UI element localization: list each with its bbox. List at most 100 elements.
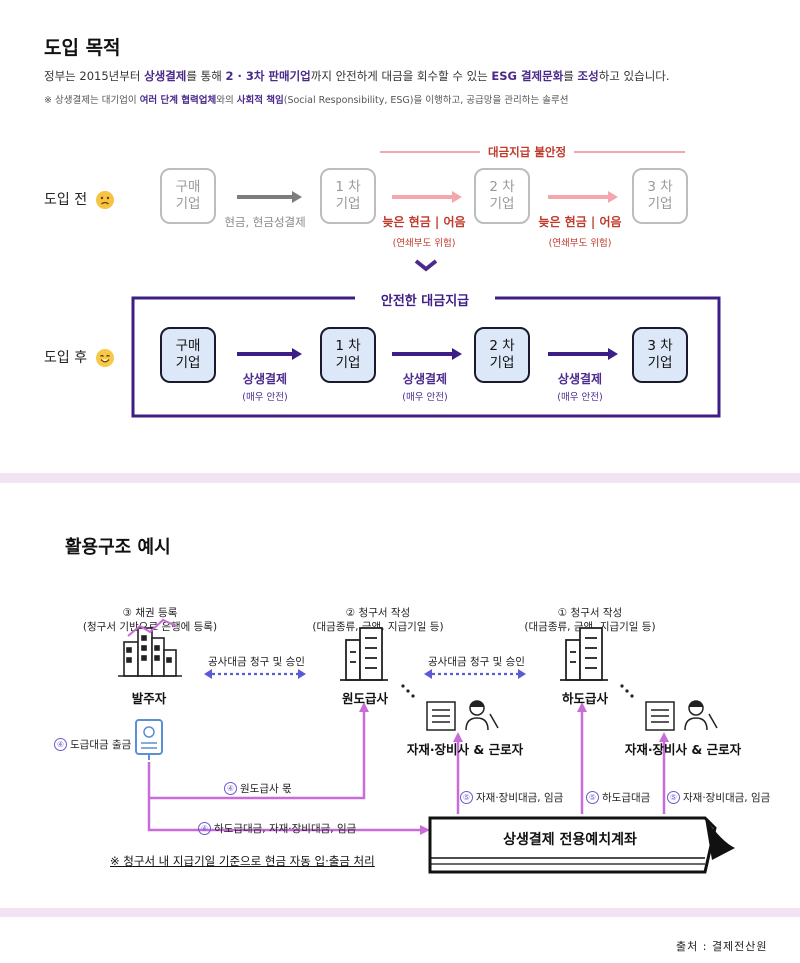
desc-text: 하고 있습니다. — [598, 69, 670, 83]
flow-lines — [147, 712, 666, 832]
instability-label: 대금지급 불안정 — [480, 144, 575, 160]
step1-sub: (대금종류, 금액, 지급기일 등) — [524, 621, 656, 633]
subcontractor-label: 하도급사 — [561, 691, 608, 706]
step4-out-text: 도급대금 출금 — [70, 739, 132, 751]
after-arrow-2 — [392, 348, 462, 360]
step-number: ⑤ — [586, 791, 599, 804]
before-label-text: 도입 전 — [44, 192, 88, 208]
step2-sub: (대금종류, 금액, 지급기일 등) — [312, 621, 444, 633]
after-label-text: 도입 후 — [44, 350, 88, 366]
after-arrow-3 — [548, 348, 618, 360]
before-arrow2-sub: (연쇄부도 위험) — [392, 238, 456, 249]
flow-arrows-top — [131, 191, 721, 418]
after-tier3-box: 3 차 기업 — [632, 327, 688, 383]
auto-processing-footnote: ※ 청구서 내 지급기일 기준으로 현금 자동 입·출금 처리 — [110, 854, 375, 868]
note-text: ※ 상생결제는 대기업이 — [44, 95, 140, 106]
orderer-building-icon — [118, 618, 182, 677]
before-arrow-3 — [548, 191, 618, 203]
purpose-description: 정부는 2015년부터 상생결제를 통해 2 · 3차 판매기업까지 안전하게 … — [44, 68, 670, 84]
worker-group-icon-left — [426, 700, 499, 731]
after-tier1-box: 1 차 기업 — [320, 327, 376, 383]
after-arrow2-sub: (매우 안전) — [402, 392, 448, 403]
before-tier2-box: 2 차 기업 — [474, 168, 530, 224]
claim-arrow-right — [424, 669, 526, 679]
desc-highlight: 2 · 3차 판매기업 — [225, 69, 311, 83]
step3-label: ③ 채권 등록 (청구서 기반으로 은행에 등록) — [75, 606, 225, 634]
step1-label: ① 청구서 작성 (대금종류, 금액, 지급기일 등) — [510, 606, 670, 634]
note-text: (Social Responsibility, ESG)을 이행하고, 공급망을… — [283, 95, 569, 106]
step3-sub: (청구서 기반으로 은행에 등록) — [82, 621, 218, 633]
after-tier2-box: 2 차 기업 — [474, 327, 530, 383]
before-tier1-box: 1 차 기업 — [320, 168, 376, 224]
before-arrow1-label: 현금, 현금성결제 — [224, 215, 306, 229]
claim-arrow-left — [204, 669, 306, 679]
after-arrow-1 — [237, 348, 302, 360]
section-title-purpose: 도입 목적 — [44, 37, 121, 59]
workers-left-label: 자재·장비사 & 근로자 — [406, 742, 524, 757]
section-title-structure: 활용구조 예시 — [65, 537, 171, 558]
desc-highlight: 조성 — [577, 69, 599, 83]
step2-label: ② 청구서 작성 (대금종류, 금액, 지급기일 등) — [298, 606, 458, 634]
before-arrow-2 — [392, 191, 462, 203]
after-arrow2-label: 상생결제 — [402, 372, 448, 386]
before-label: 도입 전 — [44, 189, 114, 209]
flow-workers-left-text: 자재·장비대금, 임금 — [476, 792, 564, 804]
subcontractor-building-icon — [560, 627, 608, 681]
after-arrow3-sub: (매우 안전) — [557, 392, 603, 403]
source-credit: 출처 : 결제전산원 — [676, 940, 768, 953]
smile-face-icon — [95, 349, 114, 367]
step-number: ⑤ — [460, 791, 473, 804]
contractor-label: 원도급사 — [341, 691, 388, 706]
after-label: 도입 후 — [44, 347, 114, 367]
chevron-down-icon — [414, 259, 438, 272]
safe-payment-title: 안전한 대금지급 — [355, 290, 495, 309]
bottom-divider-band — [0, 908, 800, 917]
before-arrow2-label: 늦은 현금 | 어음 — [382, 215, 466, 229]
flow-account-text: 하도급대금, 자재·장비대금, 임금 — [214, 823, 357, 835]
desc-highlight: ESG 결제문화 — [491, 69, 564, 83]
invoice-icon — [135, 719, 163, 760]
step2-title: ② 청구서 작성 — [345, 607, 411, 619]
desc-text: 를 통해 — [186, 69, 226, 83]
step-number: ④ — [54, 738, 67, 751]
before-arrow-1 — [237, 191, 302, 203]
sad-face-icon — [95, 191, 114, 209]
escrow-account-icon — [428, 816, 735, 874]
step3-title: ③ 채권 등록 — [122, 607, 178, 619]
desc-text: 를 — [563, 69, 578, 83]
step1-title: ① 청구서 작성 — [557, 607, 623, 619]
more-dots-right — [620, 684, 634, 698]
flow-sub-text: 하도급대금 — [602, 792, 651, 804]
structure-diagram — [118, 618, 735, 874]
worker-group-icon-right — [645, 700, 718, 731]
contractor-building-icon — [340, 627, 388, 681]
after-arrow1-label: 상생결제 — [242, 372, 288, 386]
note-text: 와의 — [216, 95, 237, 106]
flow-contractor-text: 원도급사 몫 — [240, 783, 292, 795]
workers-right-label: 자재·장비사 & 근로자 — [624, 742, 742, 757]
flow-arrowheads — [359, 702, 669, 835]
step-number: ④ — [198, 822, 211, 835]
flow-workers-right-text: 자재·장비대금, 임금 — [683, 792, 771, 804]
desc-text: 까지 안전하게 대금을 회수할 수 있는 — [310, 69, 492, 83]
after-arrow3-label: 상생결제 — [557, 372, 603, 386]
step-number: ④ — [224, 782, 237, 795]
step-number: ⑤ — [667, 791, 680, 804]
claim-right-label: 공사대금 청구 및 승인 — [428, 656, 525, 668]
before-tier3-box: 3 차 기업 — [632, 168, 688, 224]
before-buyer-box: 구매 기업 — [160, 168, 216, 224]
orderer-label: 발주자 — [131, 691, 167, 706]
after-arrow1-sub: (매우 안전) — [242, 392, 288, 403]
before-arrow3-label: 늦은 현금 | 어음 — [538, 215, 622, 229]
section-divider-band — [0, 473, 800, 483]
purpose-note: ※ 상생결제는 대기업이 여러 단계 협력업체와의 사회적 책임(Social … — [44, 92, 568, 106]
before-arrow3-sub: (연쇄부도 위험) — [548, 238, 612, 249]
desc-text: 정부는 2015년부터 — [44, 69, 145, 83]
note-highlight: 여러 단계 협력업체 — [139, 95, 217, 106]
